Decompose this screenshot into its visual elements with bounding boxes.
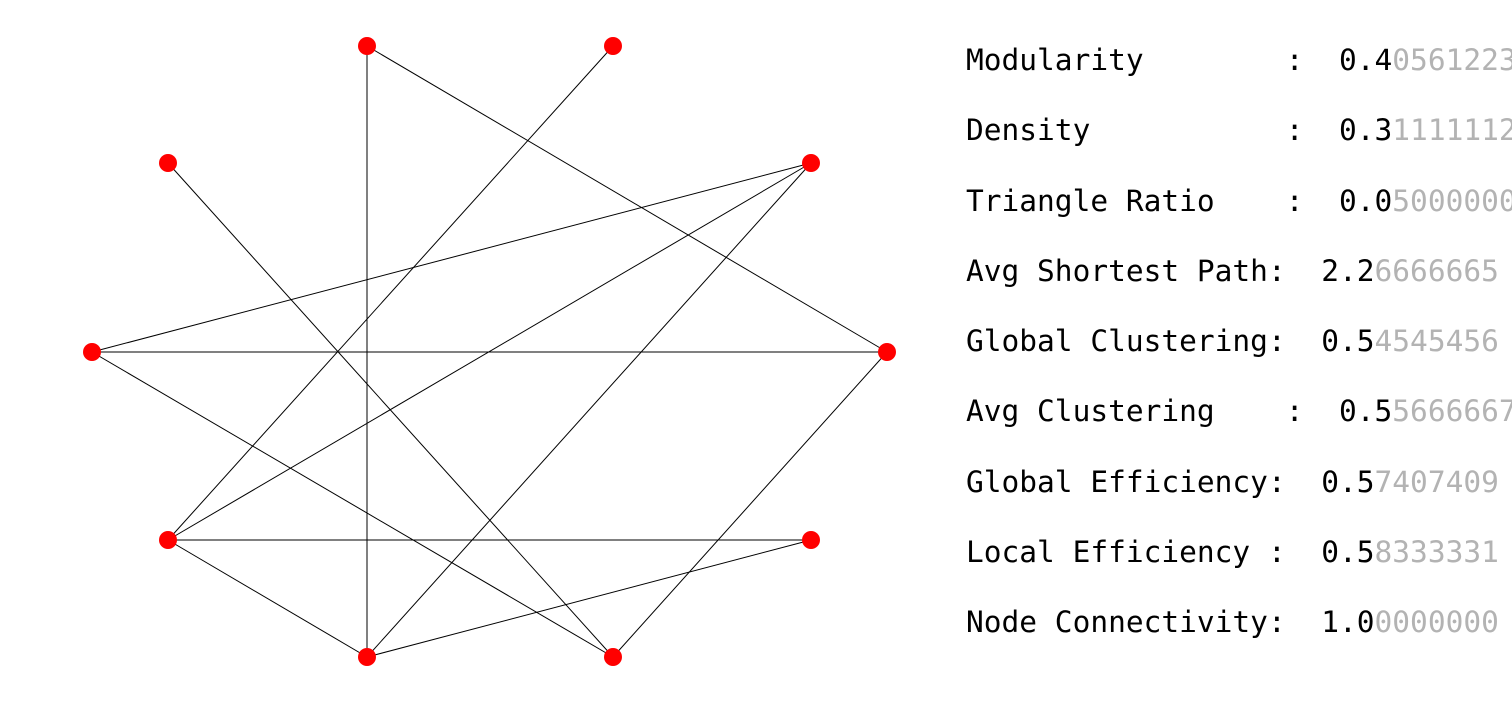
metric-separator: : [1267,464,1286,499]
metric-value: 2.2 [1321,253,1375,288]
metric-value: 0.5 [1321,464,1375,499]
metric-value-extra-digits: 1111112 [1392,113,1512,148]
metric-value: 0.5 [1321,535,1375,570]
metric-value: 0.4 [1339,43,1393,77]
metric-row: Global Clustering: 0.54545456 [966,321,1512,391]
metric-row: Avg Clustering : 0.55666667 [966,391,1512,461]
graph-edge [167,539,368,658]
graph-edge [612,351,888,658]
metric-value-extra-digits: 4545456 [1374,324,1499,359]
metric-label: Global Efficiency [966,464,1268,499]
metric-label: Global Clustering [966,324,1268,359]
graph-edges [91,45,888,658]
graph-edge [366,162,812,658]
metric-label: Node Connectivity [966,605,1268,640]
metric-value-extra-digits: 8333331 [1374,535,1499,570]
metric-row: Node Connectivity: 1.00000000 [966,602,1512,672]
metric-value-extra-digits: 6666665 [1374,253,1499,288]
metric-separator: : [1285,113,1304,148]
metric-value-extra-digits: 7407409 [1374,464,1499,499]
metric-row: Triangle Ratio : 0.05000000 [966,181,1512,251]
network-graph [83,37,896,666]
metric-label: Modularity [966,43,1286,77]
metric-row: Global Efficiency: 0.57407409 [966,462,1512,532]
metric-row: Modularity : 0.40561223 [966,40,1512,110]
graph-node [604,648,622,666]
graph-edge [91,162,812,353]
graph-edge [167,45,614,541]
metric-row: Local Efficiency : 0.58333331 [966,532,1512,602]
metric-value: 0.0 [1339,183,1393,218]
graph-edge [91,351,614,658]
metric-separator: : [1267,605,1286,640]
graph-node [159,531,177,549]
metric-separator: : [1267,253,1286,288]
graph-node [358,37,376,55]
metric-value-extra-digits: 0561223 [1392,43,1512,77]
metric-value-extra-digits: 0000000 [1374,605,1499,640]
metric-label: Density [966,113,1286,148]
metric-value: 0.3 [1339,113,1393,148]
graph-node [604,37,622,55]
metric-value-extra-digits: 5000000 [1392,183,1512,218]
metric-row: Avg Shortest Path: 2.26666665 [966,251,1512,321]
graph-nodes [83,37,896,666]
metric-value: 1.0 [1321,605,1375,640]
graph-node [878,343,896,361]
graph-node [159,154,177,172]
metric-value: 0.5 [1321,324,1375,359]
metric-label: Triangle Ratio [966,183,1286,218]
metric-label: Avg Shortest Path [966,253,1268,288]
graph-node [358,648,376,666]
metric-label: Local Efficiency [966,535,1268,570]
graph-node [802,531,820,549]
metric-separator: : [1267,535,1286,570]
graph-edge [366,45,888,353]
graph-node [802,154,820,172]
graph-node [83,343,101,361]
metric-label: Avg Clustering [966,394,1286,429]
metric-value: 0.5 [1339,394,1393,429]
metric-separator: : [1285,43,1304,77]
metric-row: Density : 0.31111112 [966,110,1512,180]
metric-value-extra-digits: 5666667 [1392,394,1512,429]
metric-separator: : [1267,324,1286,359]
metric-separator: : [1285,394,1304,429]
graph-edge [366,539,812,658]
metric-separator: : [1285,183,1304,218]
